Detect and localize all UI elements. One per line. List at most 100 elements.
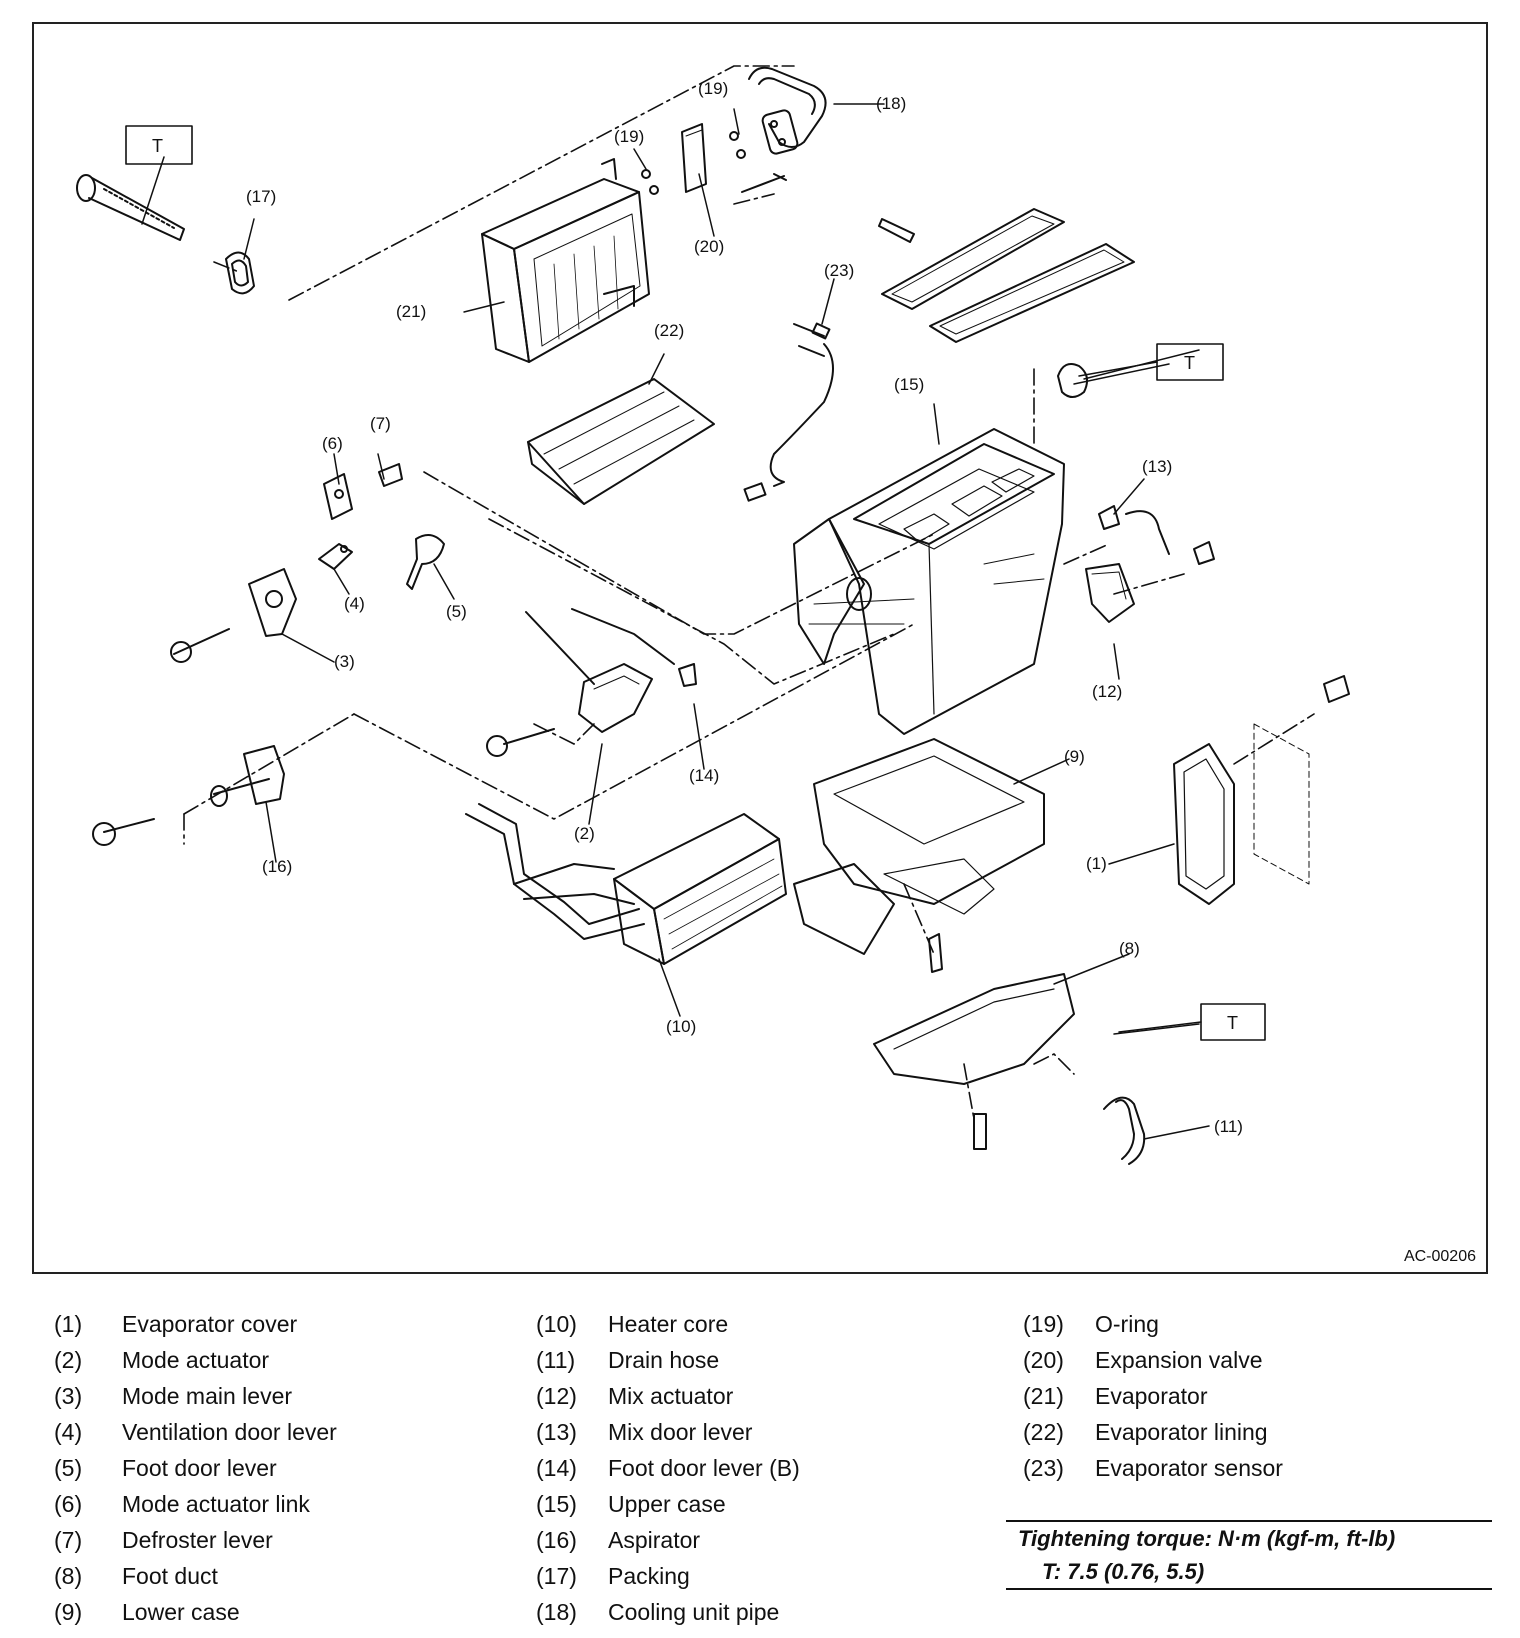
callout-5: (5) (446, 602, 467, 621)
legend-label: Cooling unit pipe (608, 1599, 780, 1625)
legend-label: Packing (608, 1563, 690, 1589)
legend-number: (23) (1023, 1455, 1064, 1481)
legend-label: O-ring (1095, 1311, 1159, 1337)
leader-lines (141, 103, 1210, 1140)
callout-3: (3) (334, 652, 355, 671)
links (525, 608, 697, 687)
callout-23: (23) (824, 261, 854, 280)
drain-hose-11 (1103, 1096, 1146, 1165)
callout-6: (6) (322, 434, 343, 453)
legend-label: Evaporator (1095, 1383, 1208, 1409)
callout-1: (1) (1086, 854, 1107, 873)
legend-number: (4) (54, 1419, 83, 1445)
callout-19a: (19) (698, 79, 728, 98)
callout-21: (21) (396, 302, 426, 321)
t-label-3: T (1227, 1013, 1238, 1033)
assembly-lines (183, 65, 1315, 1120)
legend-label: Evaporator cover (122, 1311, 298, 1337)
legend-label: Foot door lever (122, 1455, 277, 1481)
torque-boxes (125, 125, 1266, 1041)
torque-title: Tightening torque: N·m (kgf-m, ft-lb) (1018, 1526, 1396, 1551)
callout-10: (10) (666, 1017, 696, 1036)
torque-bottom-rule (1006, 1588, 1492, 1590)
callout-18: (18) (876, 94, 906, 113)
legend-label: Foot door lever (B) (608, 1455, 800, 1481)
evaporator-sensor-23 (743, 322, 834, 502)
legend-number: (19) (1023, 1311, 1064, 1337)
legend-number: (3) (54, 1383, 83, 1409)
callout-2: (2) (574, 824, 595, 843)
legend-label: Mix door lever (608, 1419, 753, 1445)
legend-number: (11) (536, 1347, 576, 1373)
legend-number: (21) (1023, 1383, 1064, 1409)
legend-number: (10) (536, 1311, 577, 1337)
legend-label: Evaporator lining (1095, 1419, 1268, 1445)
legend-label: Evaporator sensor (1095, 1455, 1283, 1481)
callout-4: (4) (344, 594, 365, 613)
legend-label: Lower case (122, 1599, 240, 1625)
legend-number: (18) (536, 1599, 577, 1625)
legend-label: Foot duct (122, 1563, 218, 1589)
legend-number: (13) (536, 1419, 577, 1445)
legend-number: (8) (54, 1563, 83, 1589)
grommet (1057, 363, 1089, 398)
callout-8: (8) (1119, 939, 1140, 958)
heater-core-10 (465, 803, 787, 965)
legend-label: Ventilation door lever (122, 1419, 337, 1445)
callout-20: (20) (694, 237, 724, 256)
legend-number: (5) (54, 1455, 83, 1481)
legend-label: Drain hose (608, 1347, 720, 1373)
legend-label: Upper case (608, 1491, 726, 1517)
legend-label: Defroster lever (122, 1527, 273, 1553)
legend-label: Aspirator (608, 1527, 701, 1553)
torque-top-rule (1006, 1520, 1492, 1522)
evaporator-lining-22 (527, 378, 715, 505)
mode-actuator-2 (486, 663, 653, 757)
aspirator-16 (92, 745, 285, 846)
torque-value: T: 7.5 (0.76, 5.5) (1042, 1559, 1205, 1584)
diagram-canvas: T T T (1) (2) (3) (4) (5) (6) (7) (8) (9… (76, 65, 1350, 1165)
legend-label: Heater core (608, 1311, 729, 1337)
legend-label: Mode actuator (122, 1347, 270, 1373)
legend-number: (14) (536, 1455, 577, 1481)
packing-17 (225, 251, 255, 295)
legend-number: (7) (54, 1527, 83, 1553)
expansion-valve-20 (641, 123, 787, 195)
long-bolt (76, 174, 185, 241)
t-label-2: T (1184, 353, 1195, 373)
legend-label: Mix actuator (608, 1383, 734, 1409)
callout-labels: T T T (1) (2) (3) (4) (5) (6) (7) (8) (9… (152, 79, 1243, 1136)
legend-number: (16) (536, 1527, 577, 1553)
legend-number: (17) (536, 1563, 577, 1589)
evaporator-cover-1 (1173, 675, 1350, 905)
filters (878, 208, 1135, 343)
legend-label: Expansion valve (1095, 1347, 1263, 1373)
evaporator-21 (481, 158, 650, 363)
callout-11: (11) (1214, 1117, 1243, 1136)
callout-13: (13) (1142, 457, 1172, 476)
foot-duct-8 (873, 973, 1075, 1150)
upper-case-15 (793, 428, 1065, 735)
legend-number: (2) (54, 1347, 83, 1373)
legend-number: (15) (536, 1491, 577, 1517)
legend-number: (9) (54, 1599, 83, 1625)
mix-parts (1085, 505, 1215, 623)
callout-22: (22) (654, 321, 684, 340)
callout-17: (17) (246, 187, 276, 206)
lower-case-9 (793, 738, 1045, 973)
cooling-unit-pipe-18 (748, 66, 827, 155)
callout-7: (7) (370, 414, 391, 433)
legend-number: (20) (1023, 1347, 1064, 1373)
callout-15: (15) (894, 375, 924, 394)
callout-16: (16) (262, 857, 292, 876)
legend-number: (12) (536, 1383, 577, 1409)
torque-box-1 (125, 125, 193, 165)
exploded-diagram: T T T (1) (2) (3) (4) (5) (6) (7) (8) (9… (32, 22, 1488, 1274)
callout-14: (14) (689, 766, 719, 785)
callout-19b: (19) (614, 127, 644, 146)
callout-9: (9) (1064, 747, 1085, 766)
mode-levers (170, 463, 445, 663)
legend-label: Mode actuator link (122, 1491, 310, 1517)
legend-number: (6) (54, 1491, 83, 1517)
legend-number: (22) (1023, 1419, 1064, 1445)
